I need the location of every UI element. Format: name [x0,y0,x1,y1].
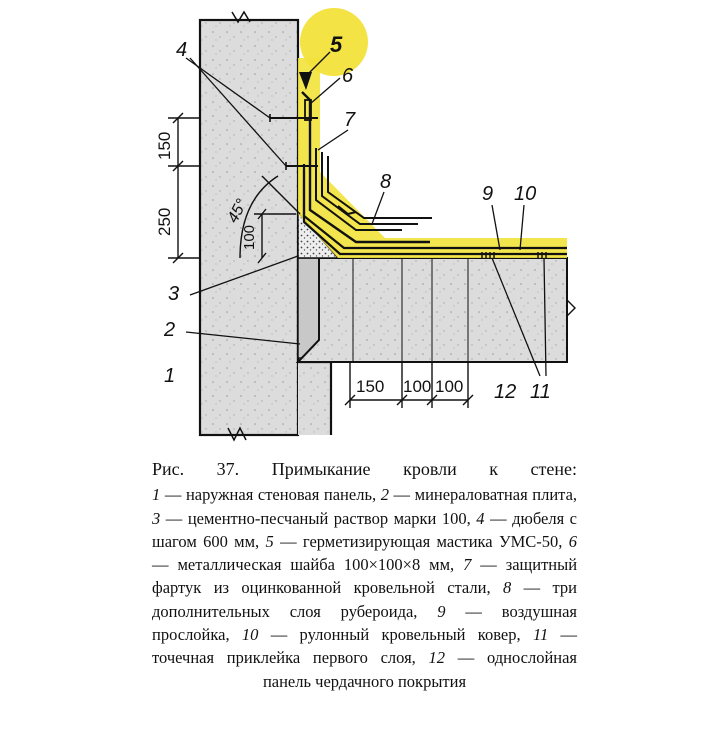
legend-text-5: герметизирующая мастика УМС-50, [302,531,563,551]
callout-8: 8 [380,171,391,193]
legend-num-8: 8 [502,578,512,598]
callout-5: 5 [330,32,343,57]
caption-legend: 1 — наружная стеновая панель, 2 — минера… [152,485,578,691]
caption-title: Рис. 37. Примыкание кровли к стене: [152,459,577,479]
dimension-lines [168,112,474,408]
legend-num-5: 5 [265,531,274,551]
legend-num-2: 2 [380,485,389,505]
legend-num-9: 9 [437,601,446,621]
legend-num-6: 6 [568,531,577,551]
dimension-250-vertical: 250 [155,208,174,236]
legend-num-12: 12 [428,648,446,668]
metal-washer [304,99,312,121]
dimension-100-horizontal-a: 100 [403,377,431,396]
spot-gluing-marks [481,252,547,258]
sealing-mastic [299,72,312,90]
legend-text-10: рулонный кровельный ковер, [299,625,521,645]
highlight-band [298,8,567,258]
callout-3: 3 [168,283,179,305]
legend-text-8: три дополнительных слоя рубероида, [152,578,578,621]
legend-text-9: воздушная прослойка, [152,601,578,645]
protective-apron [301,91,430,244]
callout-9: 9 [482,183,493,205]
legend-num-11: 11 [532,625,549,645]
dimension-150-vertical: 150 [155,132,174,160]
legend-text-1: наружная стеновая панель, [185,485,377,505]
additional-ruberoid-layers [315,148,432,231]
callout-10: 10 [514,183,536,205]
callout-12: 12 [494,381,516,403]
callout-2: 2 [163,319,175,341]
callout-1: 1 [164,365,175,387]
legend-text-11: точечная приклейка первого слоя, [152,648,416,668]
legend-text-3: цементно-песчаный раствор марки 100, [187,508,471,528]
legend-num-1: 1 [152,485,161,505]
legend-num-10: 10 [241,625,259,645]
legend-num-3: 3 [152,508,161,528]
dimension-100-horizontal-b: 100 [435,377,463,396]
figure-caption: Рис. 37. Примыкание кровли к стене: 1 — … [152,458,577,693]
legend-text-4: дюбеля с шагом 600 мм, [152,508,578,551]
legend-num-7: 7 [463,555,472,575]
roof-wall-junction-diagram: 4 5 6 7 8 9 10 3 2 1 12 11 150 250 100 4… [155,8,576,442]
callout-4: 4 [176,39,187,61]
legend-text-7: защитный фартук из оцинкованной кровельн… [152,555,578,598]
attic-roof-panel [295,257,576,363]
callout-7: 7 [344,109,356,131]
legend-text-12: однослойная панель чердачного покрытия [262,648,578,691]
callout-11: 11 [530,381,551,403]
dimension-100-vertical: 100 [241,225,258,250]
leader-lines [185,51,547,377]
dimension-150-horizontal: 150 [356,377,384,396]
callout-6: 6 [342,65,354,87]
roll-roofing-carpet [302,164,567,256]
legend-num-4: 4 [476,508,485,528]
legend-text-2: минераловатная плита, [414,485,578,505]
legend-text-6: металлическая шайба 100×100×8 мм, [177,555,455,575]
